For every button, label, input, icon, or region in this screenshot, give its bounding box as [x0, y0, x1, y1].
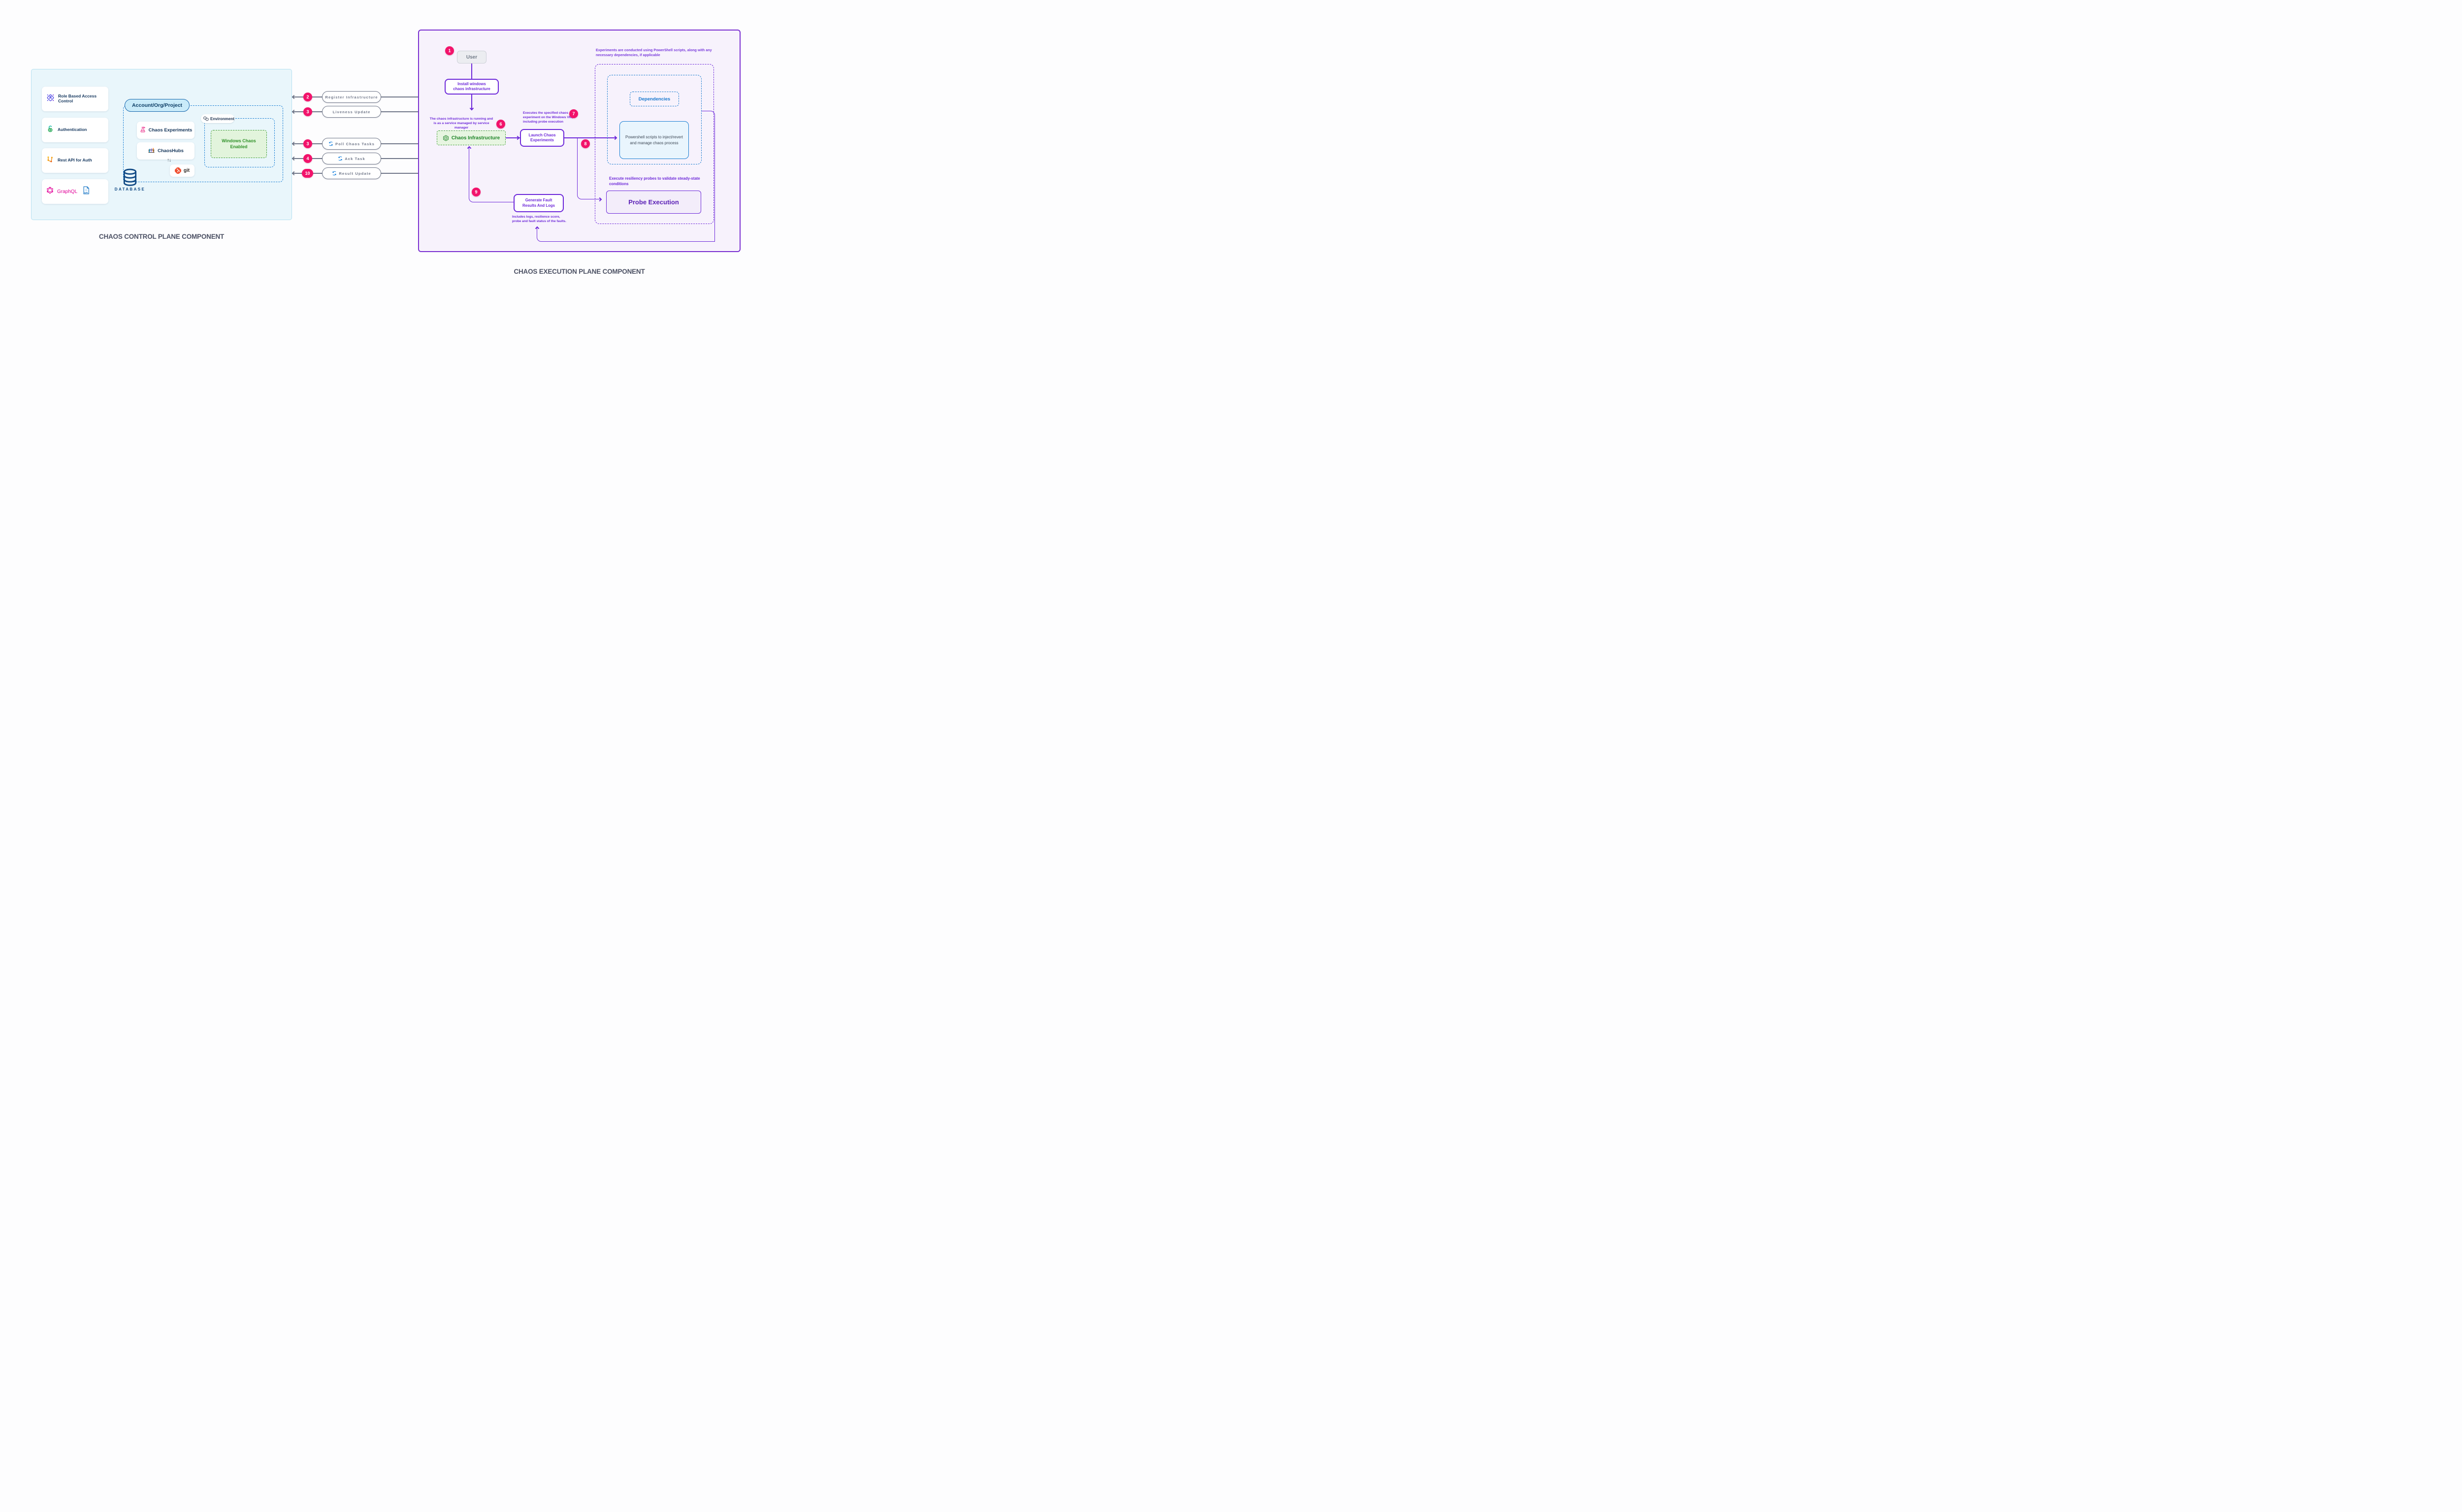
card-rest-api: Rest API for Auth — [42, 148, 108, 173]
arrow-left-icon — [292, 141, 296, 146]
flow-line-return-right — [702, 111, 715, 241]
arrow-left-icon — [292, 171, 296, 175]
git-icon — [174, 167, 181, 174]
branch-icon — [46, 156, 54, 166]
architecture-diagram: Role Based Access Control Authentication… — [0, 0, 759, 302]
step-badge: 7 — [569, 109, 578, 118]
flow-line — [471, 95, 472, 110]
step-badge: 3 — [303, 139, 312, 148]
probe-execution-box: Probe Execution — [606, 191, 701, 214]
step-badge: 9 — [472, 188, 481, 196]
card-rest-api-label: Rest API for Auth — [58, 158, 92, 163]
step-badge: 2 — [303, 93, 312, 101]
vm-dashed-box — [595, 64, 714, 224]
sync-icon — [332, 171, 337, 176]
execution-plane-title: CHAOS EXECUTION PLANE COMPONENT — [514, 268, 645, 275]
flow-line-branch — [577, 138, 602, 199]
account-group-box — [123, 105, 283, 182]
note-includes-logs: Includes logs, resilience score, probe a… — [512, 215, 566, 223]
flow-line-results — [469, 146, 514, 202]
card-rbac: Role Based Access Control — [42, 87, 108, 111]
hexagon-icon — [443, 134, 449, 141]
git-label: git — [183, 168, 190, 173]
arrow-left-icon — [292, 95, 296, 99]
powershell-scripts-box: Powershell scripts to inject/revert and … — [619, 121, 689, 159]
scripts-dashed-box — [607, 75, 702, 164]
flow-line-return-bottom — [537, 226, 715, 242]
dependencies-box: Dependencies — [630, 92, 679, 106]
launch-experiments-box: Launch Chaos Experiments — [520, 129, 564, 147]
git-card: git — [170, 164, 194, 177]
step-badge: 4 — [303, 154, 312, 163]
chaos-experiments-card: Chaos Experiments — [137, 122, 194, 139]
flask-icon — [139, 126, 146, 134]
connector-label: Result Update — [339, 171, 371, 176]
note-executes-experiment: Executes the specified chaos experiment … — [523, 111, 573, 124]
open-lock-icon — [46, 125, 54, 135]
windows-chaos-enabled-box: Windows Chaos Enabled — [211, 130, 267, 158]
connector-pill-result-update: Result Update — [322, 167, 381, 179]
card-rbac-label: Role Based Access Control — [58, 94, 97, 103]
card-authentication: Authentication — [42, 118, 108, 142]
chaoshubs-icon — [148, 147, 155, 156]
card-authentication-label: Authentication — [58, 127, 87, 132]
database-icon — [123, 168, 137, 189]
environment-label: Environment — [210, 116, 234, 121]
chaos-infrastructure-box: Chaos Infrastructure — [437, 130, 506, 145]
hexagons-icon — [203, 116, 209, 121]
step-badge: 3 — [303, 107, 312, 116]
control-plane-title: CHAOS CONTROL PLANE COMPONENT — [98, 233, 225, 240]
environment-box — [204, 118, 275, 167]
rbac-icon — [46, 94, 55, 104]
arrow-left-icon — [292, 109, 296, 114]
generate-results-box: Generate Fault Results And Logs — [514, 194, 564, 212]
api-doc-icon: API — [83, 186, 90, 197]
connector-pill-poll-chaos-tasks: Poll Chaos Tasks — [322, 138, 381, 150]
connector-label: Poll Chaos Tasks — [335, 141, 375, 146]
connector-label: Liveness Update — [332, 109, 371, 114]
flow-line — [506, 137, 520, 138]
connector-pill-register-infrastructure: Register Infrastructure — [322, 91, 381, 103]
step-badge: 1 — [445, 46, 454, 55]
card-graphql: GraphQL API — [42, 179, 108, 204]
step-badge: 10 — [302, 169, 313, 178]
svg-text:API: API — [84, 192, 88, 194]
chaoshubs-card: ChaosHubs — [137, 142, 194, 160]
chaos-infrastructure-label: Chaos Infrastructure — [451, 135, 500, 141]
card-graphql-label: GraphQL — [57, 189, 78, 194]
note-powershell-scripts: Experiments are conducted using PowerShe… — [596, 48, 712, 57]
arrow-left-icon — [292, 156, 296, 161]
database-label: DATABASE — [114, 187, 146, 192]
step-badge: 8 — [581, 139, 590, 148]
connector-label: Register Infrastructure — [325, 95, 378, 99]
user-box: User — [457, 51, 486, 64]
sync-icon — [328, 141, 333, 146]
note-service-managed: The chaos infrastructure is running and … — [429, 117, 493, 130]
note-resiliency-probes: Execute resiliency probes to validate st… — [609, 176, 700, 186]
connector-label: Ack Task — [345, 156, 365, 161]
step-badge: 6 — [496, 120, 505, 129]
chaos-experiments-label: Chaos Experiments — [148, 128, 193, 133]
flow-line — [564, 137, 617, 138]
account-group-pill: Account/Org/Project — [125, 99, 190, 112]
connector-pill-ack-task: Ack Task — [322, 153, 381, 164]
connector-pill-liveness-update: Liveness Update — [322, 106, 381, 118]
graphql-icon — [46, 187, 54, 196]
environment-pill: Environment — [201, 114, 234, 123]
sync-icon — [338, 156, 343, 161]
flow-line — [471, 64, 472, 79]
chaoshubs-label: ChaosHubs — [158, 148, 184, 154]
install-infrastructure-box: Install windows chaos infrastructure — [445, 79, 499, 95]
sync-updown-icon: ↑↓ — [167, 158, 171, 163]
